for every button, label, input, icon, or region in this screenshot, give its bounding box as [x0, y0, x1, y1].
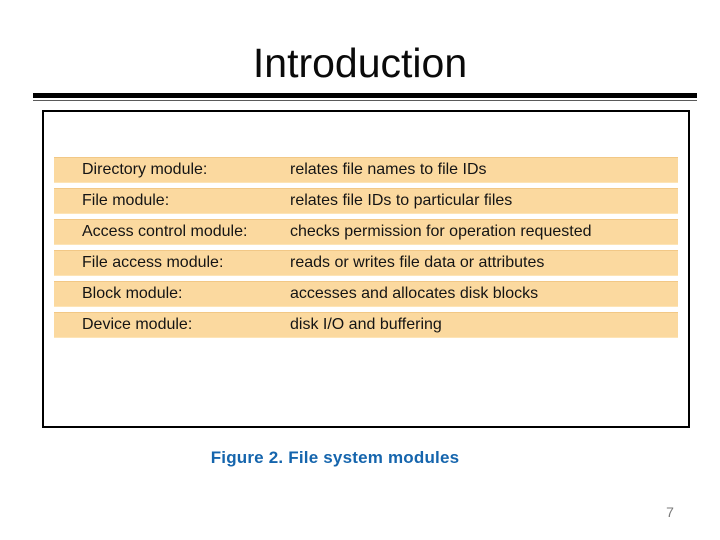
module-rows: Directory module: relates file names to … — [54, 157, 678, 343]
module-name: File access module: — [82, 254, 224, 271]
page-number: 7 — [666, 504, 674, 520]
title-rule-thin — [33, 100, 697, 101]
module-row: Device module: disk I/O and buffering — [54, 312, 678, 338]
module-name: Directory module: — [82, 161, 208, 178]
module-row: File module: relates file IDs to particu… — [54, 188, 678, 214]
module-description: relates file IDs to particular files — [290, 192, 513, 209]
module-name: File module: — [82, 192, 170, 209]
module-description: reads or writes file data or attributes — [290, 254, 545, 271]
module-name: Device module: — [82, 316, 193, 333]
module-row: Block module: accesses and allocates dis… — [54, 281, 678, 307]
module-description: disk I/O and buffering — [290, 316, 442, 333]
module-description: accesses and allocates disk blocks — [290, 285, 539, 302]
module-row: Directory module: relates file names to … — [54, 157, 678, 183]
module-description: checks permission for operation requeste… — [290, 223, 592, 240]
module-name: Access control module: — [82, 223, 248, 240]
slide-title: Introduction — [252, 40, 468, 86]
title-rule-thick — [33, 93, 697, 98]
module-row: File access module: reads or writes file… — [54, 250, 678, 276]
module-row: Access control module: checks permission… — [54, 219, 678, 245]
figure-box: Directory module: relates file names to … — [42, 110, 690, 428]
module-name: Block module: — [82, 285, 183, 302]
module-description: relates file names to file IDs — [290, 161, 487, 178]
figure-caption: Figure 2. File system modules — [210, 448, 460, 467]
